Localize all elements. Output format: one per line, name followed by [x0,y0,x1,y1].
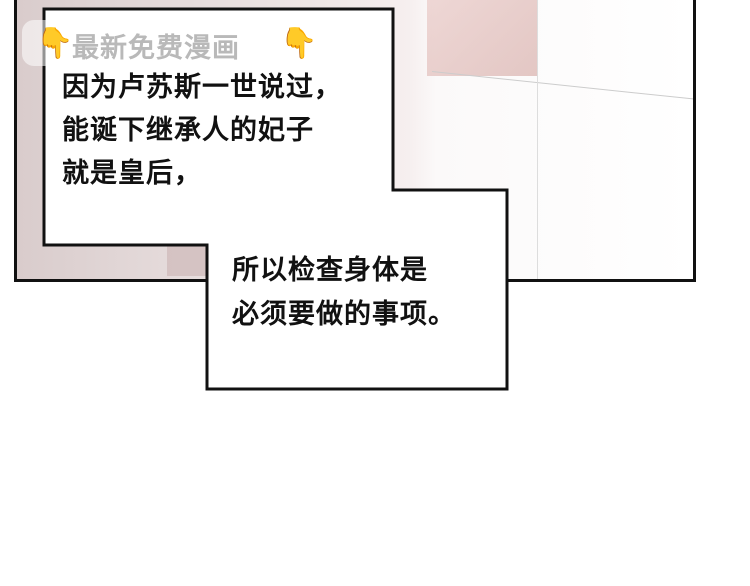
caption-line: 所以检查身体是 [232,255,428,286]
panel-decoration [427,0,537,76]
watermark-text: 最新免费漫画 [72,33,240,64]
caption-line: 必须要做的事项。 [232,299,456,330]
caption-line: 能诞下继承人的妃子 [62,115,314,146]
caption-line: 就是皇后， [62,158,202,189]
pointing-down-hand-icon: 👇 [280,26,318,61]
pointing-down-hand-icon: 👇 [36,26,74,61]
watermark: 👇 最新免费漫画 👇 [22,20,330,66]
caption-line: 因为卢苏斯一世说过， [62,72,342,103]
panel-line [537,0,538,279]
caption-box-outline [42,7,509,391]
